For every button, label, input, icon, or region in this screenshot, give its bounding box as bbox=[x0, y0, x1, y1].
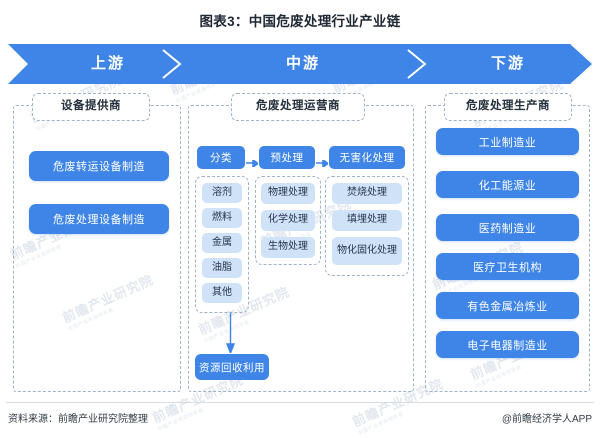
value-chain-banner: 上游 中游 下游 bbox=[8, 44, 592, 84]
harmless-item[interactable]: 物化固化处理 bbox=[332, 237, 402, 265]
banner-label-downstream: 下游 bbox=[490, 55, 525, 72]
column-header-upstream: 设备提供商 bbox=[32, 93, 150, 121]
downstream-item[interactable]: 医药制造业 bbox=[436, 214, 579, 241]
column-header-downstream: 危废处理生产商 bbox=[444, 93, 572, 121]
stage-arrow-1 bbox=[246, 154, 260, 169]
source-note: 资料来源：前瞻产业研究院整理 bbox=[8, 414, 148, 425]
subgroup-classification: 溶剂 燃料 金属 油脂 其他 bbox=[195, 176, 249, 313]
banner-label-midstream: 中游 bbox=[285, 55, 320, 72]
stage-classification[interactable]: 分类 bbox=[197, 146, 245, 169]
harmless-item[interactable]: 填埋处理 bbox=[332, 210, 402, 231]
classification-item[interactable]: 溶剂 bbox=[202, 183, 242, 203]
banner-label-upstream: 上游 bbox=[90, 55, 125, 72]
classification-item[interactable]: 其他 bbox=[202, 283, 242, 303]
subgroup-pretreatment: 物理处理 化学处理 生物处理 bbox=[255, 176, 321, 265]
chevron-divider-1 bbox=[162, 49, 182, 79]
downstream-item[interactable]: 工业制造业 bbox=[436, 128, 579, 155]
recycle-arrow bbox=[225, 313, 236, 355]
harmless-item[interactable]: 焚烧处理 bbox=[332, 183, 402, 204]
column-midstream: 危废处理运营商 分类 预处理 无害化处理 溶剂 燃料 金属 油脂 其他 物理处理… bbox=[188, 93, 414, 392]
classification-item[interactable]: 燃料 bbox=[202, 208, 242, 228]
pretreatment-item[interactable]: 生物处理 bbox=[261, 237, 315, 258]
stage-arrow-2 bbox=[316, 154, 330, 169]
chevron-divider-2 bbox=[407, 49, 427, 79]
subgroup-harmless-treatment: 焚烧处理 填埋处理 物化固化处理 bbox=[325, 176, 409, 276]
upstream-item[interactable]: 危废处理设备制造 bbox=[29, 204, 169, 234]
column-header-midstream: 危废处理运营商 bbox=[231, 93, 365, 121]
resource-recycling-box[interactable]: 资源回收利用 bbox=[195, 354, 269, 380]
pretreatment-item[interactable]: 物理处理 bbox=[261, 183, 315, 204]
column-upstream: 设备提供商 危废转运设备制造 危废处理设备制造 bbox=[13, 93, 181, 392]
stage-harmless-treatment[interactable]: 无害化处理 bbox=[329, 146, 405, 169]
banner-ribbon bbox=[8, 44, 592, 84]
footer-divider bbox=[6, 402, 594, 403]
page-title: 图表3：中国危废处理行业产业链 bbox=[199, 14, 401, 29]
downstream-item[interactable]: 电子电器制造业 bbox=[436, 331, 579, 358]
pretreatment-item[interactable]: 化学处理 bbox=[261, 210, 315, 231]
credit-note: @前瞻经济学人APP bbox=[501, 414, 592, 425]
classification-item[interactable]: 油脂 bbox=[202, 258, 242, 278]
classification-item[interactable]: 金属 bbox=[202, 233, 242, 253]
upstream-item[interactable]: 危废转运设备制造 bbox=[29, 151, 169, 181]
downstream-item[interactable]: 医疗卫生机构 bbox=[436, 253, 579, 280]
stage-pretreatment[interactable]: 预处理 bbox=[259, 146, 315, 169]
column-downstream: 危废处理生产商 工业制造业 化工能源业 医药制造业 医疗卫生机构 有色金属冶炼业… bbox=[425, 93, 590, 392]
downstream-item[interactable]: 化工能源业 bbox=[436, 171, 579, 198]
downstream-item[interactable]: 有色金属冶炼业 bbox=[436, 292, 579, 319]
